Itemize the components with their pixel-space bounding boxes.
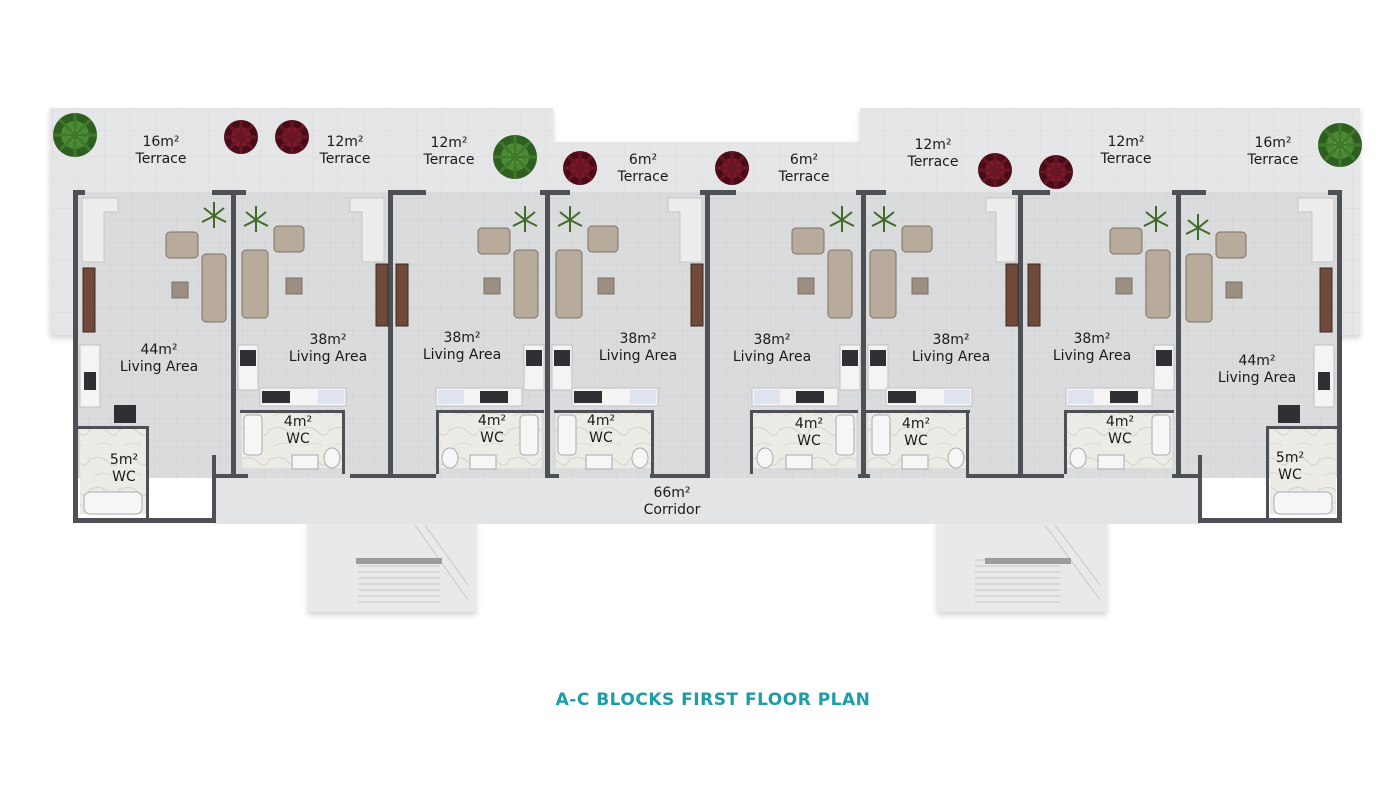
kitchen-counters — [79, 344, 1335, 423]
plant-icon — [978, 153, 1012, 187]
plant-icon — [1318, 123, 1362, 167]
plant-icon — [715, 151, 749, 185]
bath-fixtures — [83, 414, 1333, 515]
plant-icon — [224, 120, 258, 154]
plant-icon — [275, 120, 309, 154]
plant-icon — [563, 151, 597, 185]
plant-icon — [493, 135, 537, 179]
plant-icon — [1039, 155, 1073, 189]
plant-icons — [53, 113, 1362, 240]
wardrobes — [82, 263, 1333, 333]
stair-block-left — [308, 520, 476, 612]
plant-icon — [53, 113, 97, 157]
page-title: A-C BLOCKS FIRST FLOOR PLAN — [555, 690, 871, 710]
interior-stairs — [81, 197, 1335, 263]
walls — [73, 190, 1342, 523]
stair-block-right — [937, 520, 1107, 612]
corridor — [214, 478, 1200, 524]
sofas — [165, 225, 1247, 323]
